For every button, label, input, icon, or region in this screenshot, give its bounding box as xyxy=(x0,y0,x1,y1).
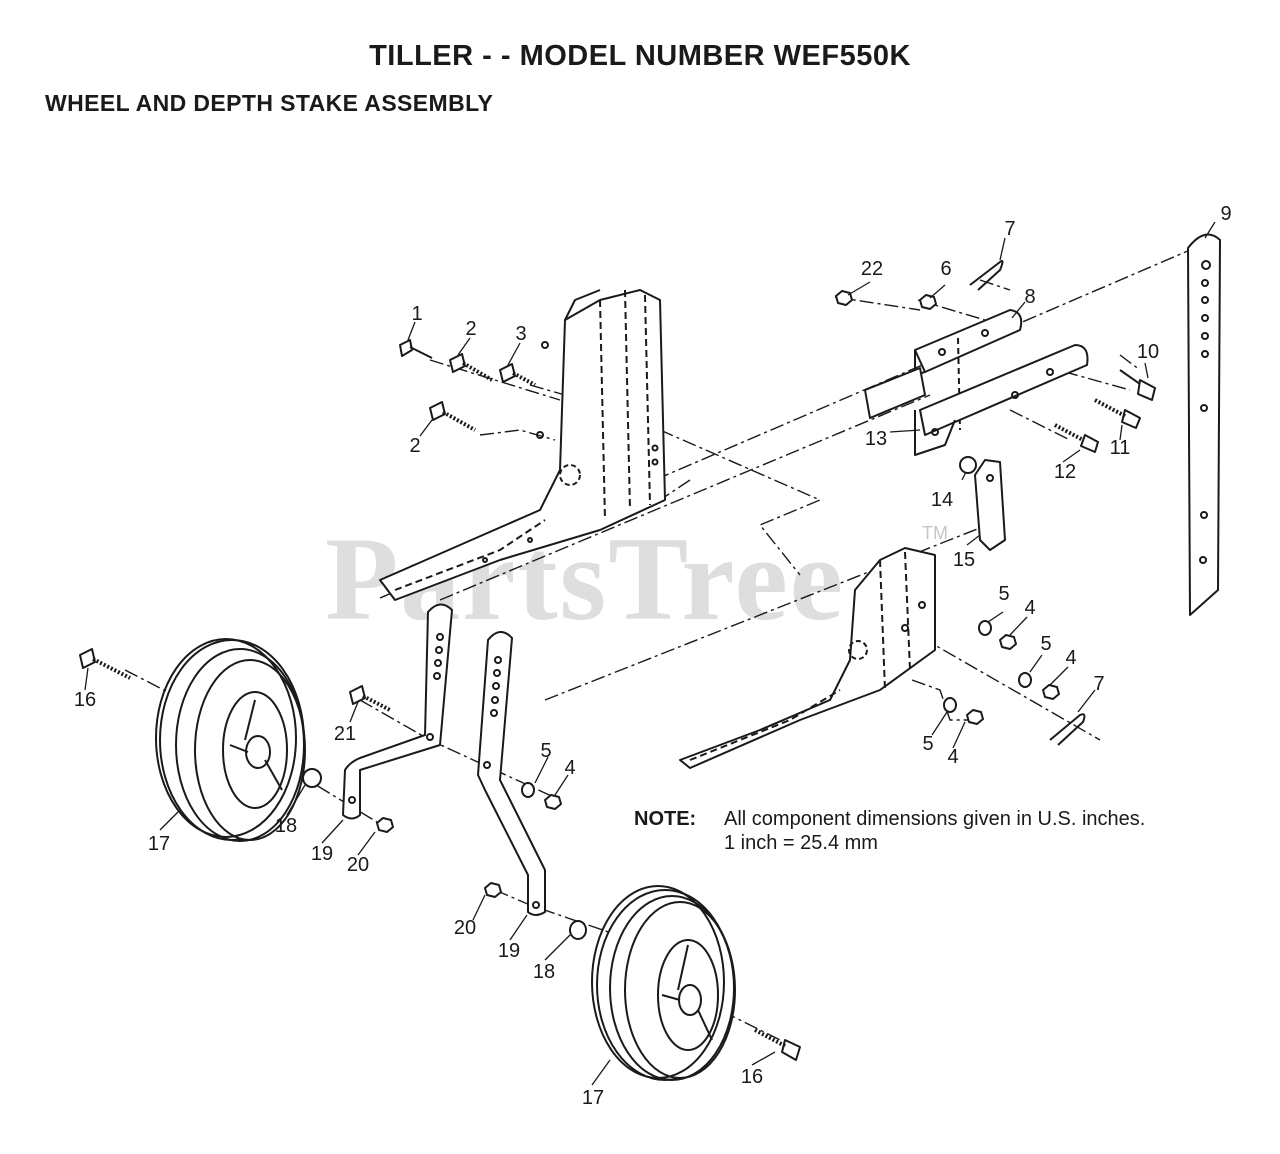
note-line-2: 1 inch = 25.4 mm xyxy=(724,832,878,854)
callout-1: 1 xyxy=(411,303,422,325)
leader-lines xyxy=(84,221,1216,1086)
stake-pin xyxy=(959,456,977,474)
stake-clip xyxy=(974,459,1006,551)
nuts-and-washers xyxy=(302,290,1060,940)
wheel-bracket-right xyxy=(477,631,546,916)
callout-14: 14 xyxy=(931,489,953,511)
callout-18a: 18 xyxy=(275,815,297,837)
callout-20a: 20 xyxy=(347,854,369,876)
watermark-trademark: TM xyxy=(922,523,948,543)
callout-20b: 20 xyxy=(454,917,476,939)
callout-22: 22 xyxy=(861,258,883,280)
callout-16b: 16 xyxy=(741,1066,763,1088)
note-label: NOTE: xyxy=(634,808,697,830)
callout-5c: 5 xyxy=(922,733,933,755)
callout-5b: 5 xyxy=(1040,633,1051,655)
callout-16a: 16 xyxy=(74,689,96,711)
left-frame-bracket xyxy=(379,289,666,601)
callout-13: 13 xyxy=(865,428,887,450)
callout-3: 3 xyxy=(515,323,526,345)
diagram-title: TILLER - - MODEL NUMBER WEF550K xyxy=(369,40,911,72)
callout-numbers: 1 2 3 2 22 6 7 8 9 10 11 12 13 14 15 5 4… xyxy=(74,203,1232,1109)
wheel-bracket-left xyxy=(342,603,453,820)
callout-4d: 4 xyxy=(564,757,575,779)
callout-5a: 5 xyxy=(998,583,1009,605)
callout-12: 12 xyxy=(1054,461,1076,483)
callout-7a: 7 xyxy=(1004,218,1015,240)
callout-7b: 7 xyxy=(1093,673,1104,695)
callout-5d: 5 xyxy=(540,740,551,762)
callout-2b: 2 xyxy=(409,435,420,457)
callout-15: 15 xyxy=(953,549,975,571)
note-line-1: All component dimensions given in U.S. i… xyxy=(724,808,1146,830)
callout-17a: 17 xyxy=(148,833,170,855)
callout-6: 6 xyxy=(940,258,951,280)
callout-11: 11 xyxy=(1110,437,1131,459)
callout-4c: 4 xyxy=(947,746,958,768)
callout-19a: 19 xyxy=(311,843,333,865)
assembly-subtitle: WHEEL AND DEPTH STAKE ASSEMBLY xyxy=(45,90,494,116)
callout-2a: 2 xyxy=(465,318,476,340)
callout-19b: 19 xyxy=(498,940,520,962)
hairpin-clips xyxy=(969,260,1086,746)
callout-21: 21 xyxy=(334,723,356,745)
callout-4b: 4 xyxy=(1065,647,1076,669)
wheel-right xyxy=(591,885,736,1081)
callout-8: 8 xyxy=(1024,286,1035,308)
stake-bracket-13 xyxy=(864,344,1089,456)
right-frame-bracket xyxy=(679,547,936,769)
dimensions-note: NOTE: All component dimensions given in U… xyxy=(634,807,1145,855)
bolts xyxy=(79,339,1156,1061)
callout-10: 10 xyxy=(1137,341,1159,363)
callout-17b: 17 xyxy=(582,1087,604,1109)
wheel-left xyxy=(155,638,306,842)
depth-stake xyxy=(1187,233,1221,616)
callout-18b: 18 xyxy=(533,961,555,983)
callout-4a: 4 xyxy=(1024,597,1035,619)
callout-9: 9 xyxy=(1220,203,1231,225)
